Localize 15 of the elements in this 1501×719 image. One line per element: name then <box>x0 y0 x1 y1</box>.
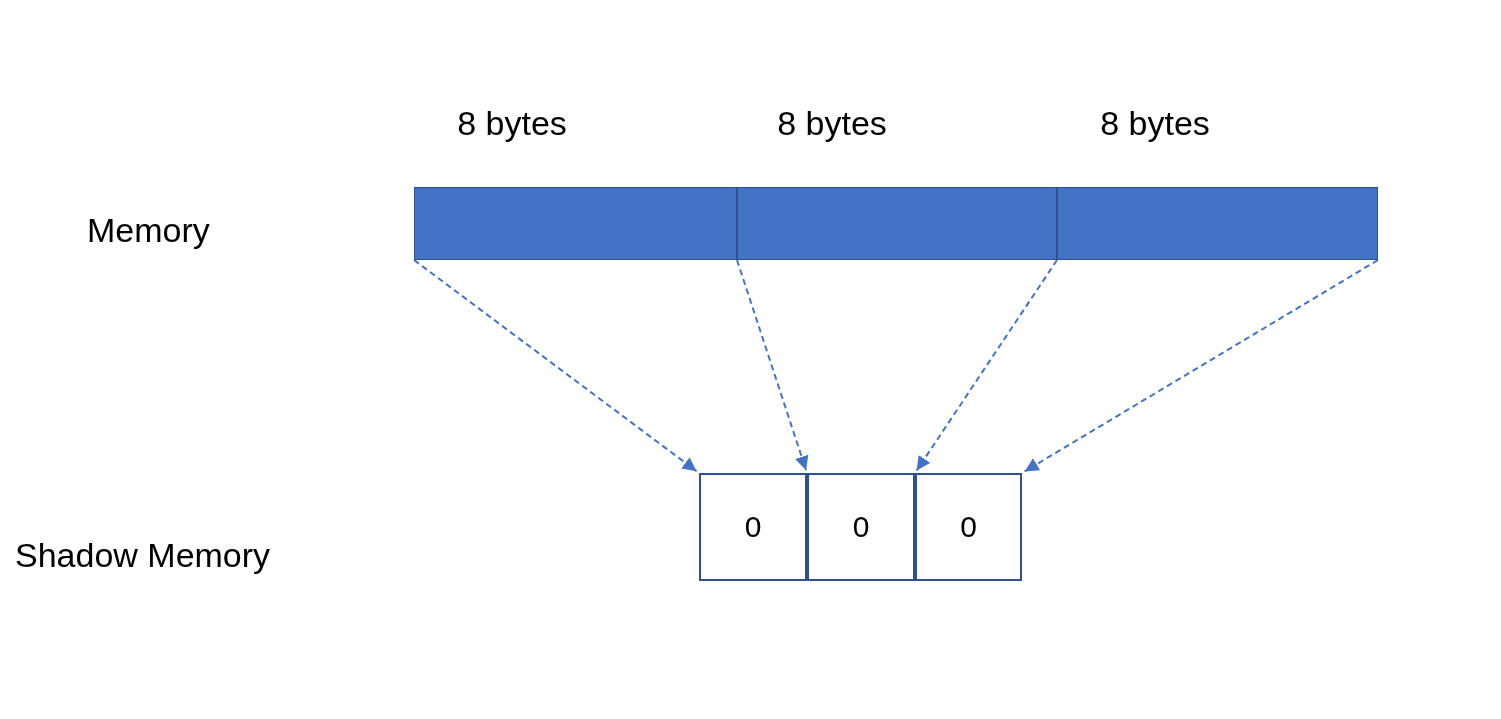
dashed-arrow <box>736 259 809 472</box>
row-label: Shadow Memory <box>15 538 271 572</box>
memory-block <box>414 187 737 260</box>
row-label: Memory <box>87 213 210 247</box>
shadow-byte-box: 0 <box>699 473 807 581</box>
dashed-arrow <box>1023 259 1379 473</box>
memory-block <box>737 187 1057 260</box>
dashed-arrow <box>413 259 698 473</box>
shadow-byte-box: 0 <box>915 473 1022 581</box>
memory-block <box>1057 187 1378 260</box>
shadow-byte-box: 0 <box>807 473 915 581</box>
dashed-arrow <box>915 259 1058 472</box>
size-label: 8 bytes <box>457 106 567 140</box>
size-label: 8 bytes <box>777 106 887 140</box>
size-label: 8 bytes <box>1100 106 1210 140</box>
